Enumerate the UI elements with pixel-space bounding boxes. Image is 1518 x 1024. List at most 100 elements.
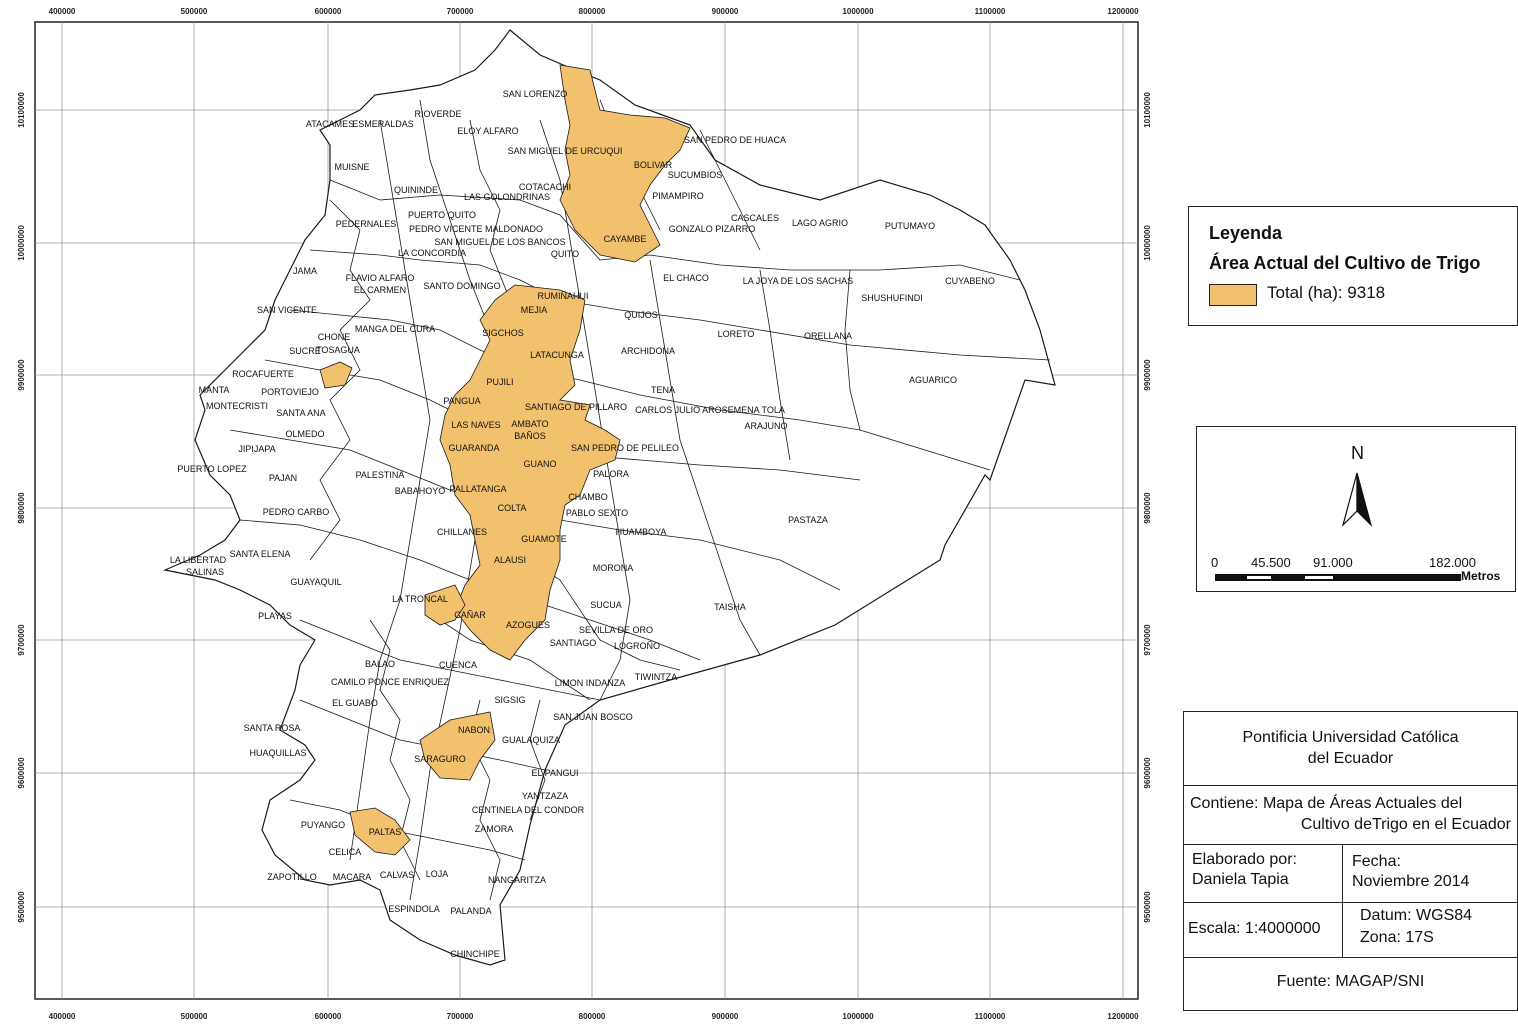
- wheat-area-canar-west: [424, 584, 466, 626]
- y-tick-label-left: 9800000: [17, 492, 26, 524]
- wheat-area-nabon-saraguro: [419, 711, 496, 781]
- x-tick-label-top: 1000000: [842, 7, 874, 16]
- map-frame: [34, 21, 1139, 1000]
- place-label: SAN PEDRO DE HUACA: [684, 135, 786, 145]
- place-label: PUYANGO: [301, 820, 345, 830]
- x-tick-label-bottom: 1100000: [975, 1012, 1006, 1021]
- scale-tick-2: 91.000: [1313, 555, 1353, 570]
- place-label: BOLIVAR: [634, 160, 673, 170]
- place-label: CUENCA: [439, 660, 477, 670]
- place-label: ZAMORA: [475, 824, 514, 834]
- place-label: AGUARICO: [909, 375, 957, 385]
- institution-line-1: Pontificia Universidad Católica: [1242, 729, 1459, 746]
- wheat-area-central-highlands: [439, 284, 621, 661]
- datum-text: Datum: WGS84: [1360, 907, 1473, 924]
- place-label: ORELLANA: [804, 331, 852, 341]
- place-label: LA JOYA DE LOS SACHAS: [743, 276, 853, 286]
- place-label: BALAO: [365, 659, 395, 669]
- place-label: GUAMOTE: [521, 534, 567, 544]
- place-label: MORONA: [593, 563, 634, 573]
- place-label: PUERTO QUITO: [408, 210, 476, 220]
- y-tick-label-left: 9900000: [17, 359, 26, 391]
- place-label: LA TRONCAL: [392, 594, 448, 604]
- place-label: CAÑAR: [454, 610, 486, 620]
- place-label: ALAUSI: [494, 555, 526, 565]
- place-label: COLTA: [498, 503, 527, 513]
- institution-line-2: del Ecuador: [1307, 750, 1394, 767]
- x-tick-label-top: 1100000: [975, 7, 1006, 16]
- place-label: LIMON INDANZA: [555, 678, 626, 688]
- x-tick-label-top: 400000: [49, 7, 76, 16]
- y-tick-label-right: 9600000: [1143, 757, 1152, 789]
- y-tick-label-right: 9500000: [1143, 891, 1152, 923]
- place-label: PAJAN: [269, 473, 297, 483]
- place-label: EL CARMEN: [354, 285, 406, 295]
- x-tick-label-top: 600000: [315, 7, 342, 16]
- place-label: PEDERNALES: [336, 219, 397, 229]
- place-label: AMBATO: [511, 419, 548, 429]
- info-divider-v: [1342, 844, 1343, 957]
- place-label: MANGA DEL CURA: [355, 324, 435, 334]
- place-label: PUERTO LOPEZ: [177, 464, 247, 474]
- place-label: PANGUA: [443, 396, 480, 406]
- place-label: SAN MIGUEL DE URCUQUI: [508, 146, 623, 156]
- place-label: MEJIA: [521, 305, 548, 315]
- scale-tick-0: 0: [1211, 555, 1219, 570]
- x-tick-label-bottom: 700000: [447, 1012, 474, 1021]
- contents-line-2: Cultivo deTrigo en el Ecuador: [1300, 816, 1511, 833]
- ecuador-outline: [162, 29, 1056, 966]
- place-label: SARAGURO: [414, 754, 466, 764]
- place-label: GUARANDA: [448, 443, 499, 453]
- place-label: GUAYAQUIL: [290, 577, 341, 587]
- place-label: YANTZAZA: [522, 791, 568, 801]
- place-label: PORTOVIEJO: [261, 387, 319, 397]
- place-label: ROCAFUERTE: [232, 369, 294, 379]
- place-label: LA CONCORDIA: [398, 248, 466, 258]
- place-label: CHINCHIPE: [450, 949, 500, 959]
- place-label: LAS NAVES: [451, 420, 500, 430]
- place-label: PASTAZA: [788, 515, 828, 525]
- wheat-area-paltas: [349, 807, 411, 856]
- x-tick-label-bottom: 500000: [181, 1012, 208, 1021]
- source-text: Fuente: MAGAP/SNI: [1276, 973, 1425, 990]
- scale-tick-1: 45.500: [1251, 555, 1291, 570]
- y-tick-label-left: 10000000: [17, 225, 26, 261]
- place-label: EL CHACO: [663, 273, 709, 283]
- place-label: LOGROÑO: [614, 641, 660, 651]
- place-label: SANTIAGO DE PILLARO: [525, 402, 627, 412]
- place-label: PIMAMPIRO: [652, 191, 704, 201]
- place-label: LAS GOLONDRINAS: [464, 192, 550, 202]
- scale-unit: Metros: [1461, 569, 1501, 583]
- place-label: CELICA: [329, 847, 362, 857]
- date-value: Noviembre 2014: [1352, 873, 1470, 890]
- x-tick-label-top: 500000: [181, 7, 208, 16]
- x-tick-label-bottom: 600000: [315, 1012, 342, 1021]
- y-tick-label-left: 9700000: [17, 624, 26, 656]
- place-label: MONTECRISTI: [206, 401, 268, 411]
- place-label: SUCRE: [289, 346, 321, 356]
- place-label: PLAYAS: [258, 611, 292, 621]
- place-label: TAISHA: [714, 602, 746, 612]
- place-label: CHONE: [318, 332, 351, 342]
- place-label: ARAJUNO: [744, 421, 787, 431]
- contents-line-1: Contiene: Mapa de Áreas Actuales del: [1190, 795, 1463, 812]
- place-label: SIGSIG: [494, 695, 525, 705]
- place-label: COTACACHI: [519, 182, 571, 192]
- place-label: FLAVIO ALFARO: [346, 273, 415, 283]
- date-label: Fecha:: [1352, 853, 1401, 870]
- place-label: BAÑOS: [514, 431, 546, 441]
- place-label: SUCUA: [590, 600, 622, 610]
- scale-tick-3: 182.000: [1429, 555, 1476, 570]
- place-label: SAN JUAN BOSCO: [553, 712, 633, 722]
- place-label: CUYABENO: [945, 276, 995, 286]
- place-label: RIOVERDE: [414, 109, 461, 119]
- scale-box: N 0 45.500 91.000 182.000 Metros: [1196, 426, 1516, 592]
- place-label: BABAHOYO: [395, 486, 446, 496]
- y-tick-label-right: 9800000: [1143, 492, 1152, 524]
- place-label: PABLO SEXTO: [566, 508, 628, 518]
- place-label: TIWINTZA: [635, 672, 678, 682]
- place-label: LATACUNGA: [530, 350, 584, 360]
- y-tick-label-right: 9900000: [1143, 359, 1152, 391]
- wheat-area-carchi-imbabura: [559, 64, 691, 263]
